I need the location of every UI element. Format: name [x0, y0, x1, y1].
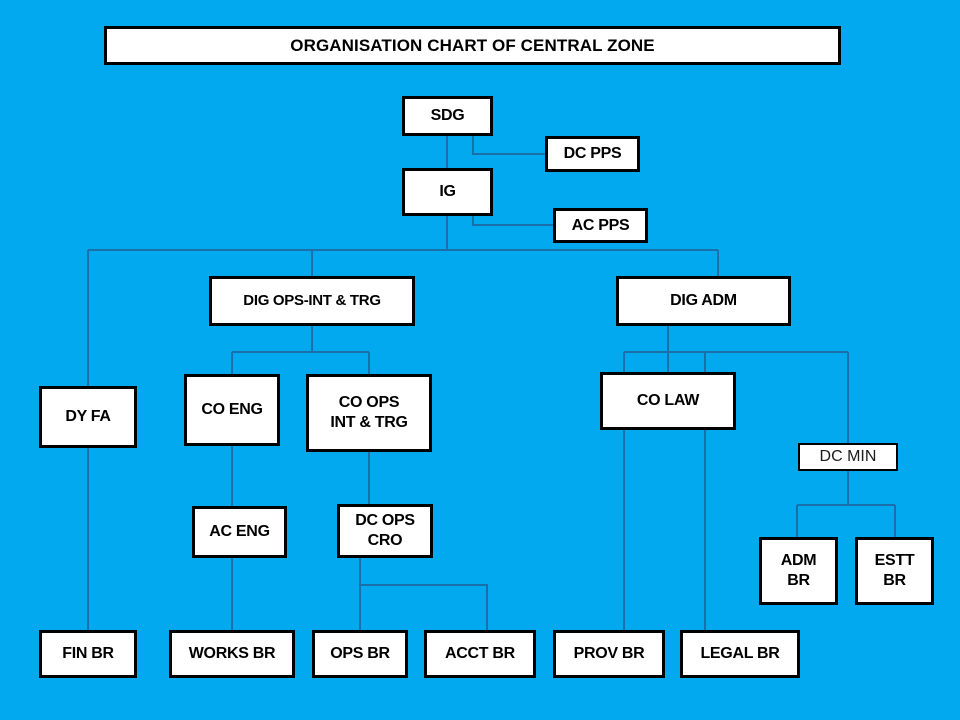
- link-sdg-dcpps: [472, 136, 545, 155]
- node-acct-br[interactable]: ACCT BR: [424, 630, 536, 678]
- node-ig[interactable]: IG: [402, 168, 493, 216]
- link-ig-acpps: [472, 216, 553, 226]
- node-dc-ops-cro[interactable]: DC OPS CRO: [337, 504, 433, 558]
- node-co-eng[interactable]: CO ENG: [184, 374, 280, 446]
- node-dy-fa[interactable]: DY FA: [39, 386, 137, 448]
- node-fin-br[interactable]: FIN BR: [39, 630, 137, 678]
- node-prov-br[interactable]: PROV BR: [553, 630, 665, 678]
- node-estt-br[interactable]: ESTT BR: [855, 537, 934, 605]
- node-legal-br[interactable]: LEGAL BR: [680, 630, 800, 678]
- node-works-br[interactable]: WORKS BR: [169, 630, 295, 678]
- node-co-ops-int-trg[interactable]: CO OPS INT & TRG: [306, 374, 432, 452]
- node-ac-pps[interactable]: AC PPS: [553, 208, 648, 243]
- node-adm-br[interactable]: ADM BR: [759, 537, 838, 605]
- node-ac-eng[interactable]: AC ENG: [192, 506, 287, 558]
- node-ops-br[interactable]: OPS BR: [312, 630, 408, 678]
- node-dc-min[interactable]: DC MIN: [798, 443, 898, 471]
- node-co-law[interactable]: CO LAW: [600, 372, 736, 430]
- node-dig-ops-int-trg[interactable]: DIG OPS-INT & TRG: [209, 276, 415, 326]
- link-dcops-acctbr: [360, 584, 488, 630]
- node-dig-adm[interactable]: DIG ADM: [616, 276, 791, 326]
- node-sdg[interactable]: SDG: [402, 96, 493, 136]
- chart-title: ORGANISATION CHART OF CENTRAL ZONE: [104, 26, 841, 65]
- node-dc-pps[interactable]: DC PPS: [545, 136, 640, 172]
